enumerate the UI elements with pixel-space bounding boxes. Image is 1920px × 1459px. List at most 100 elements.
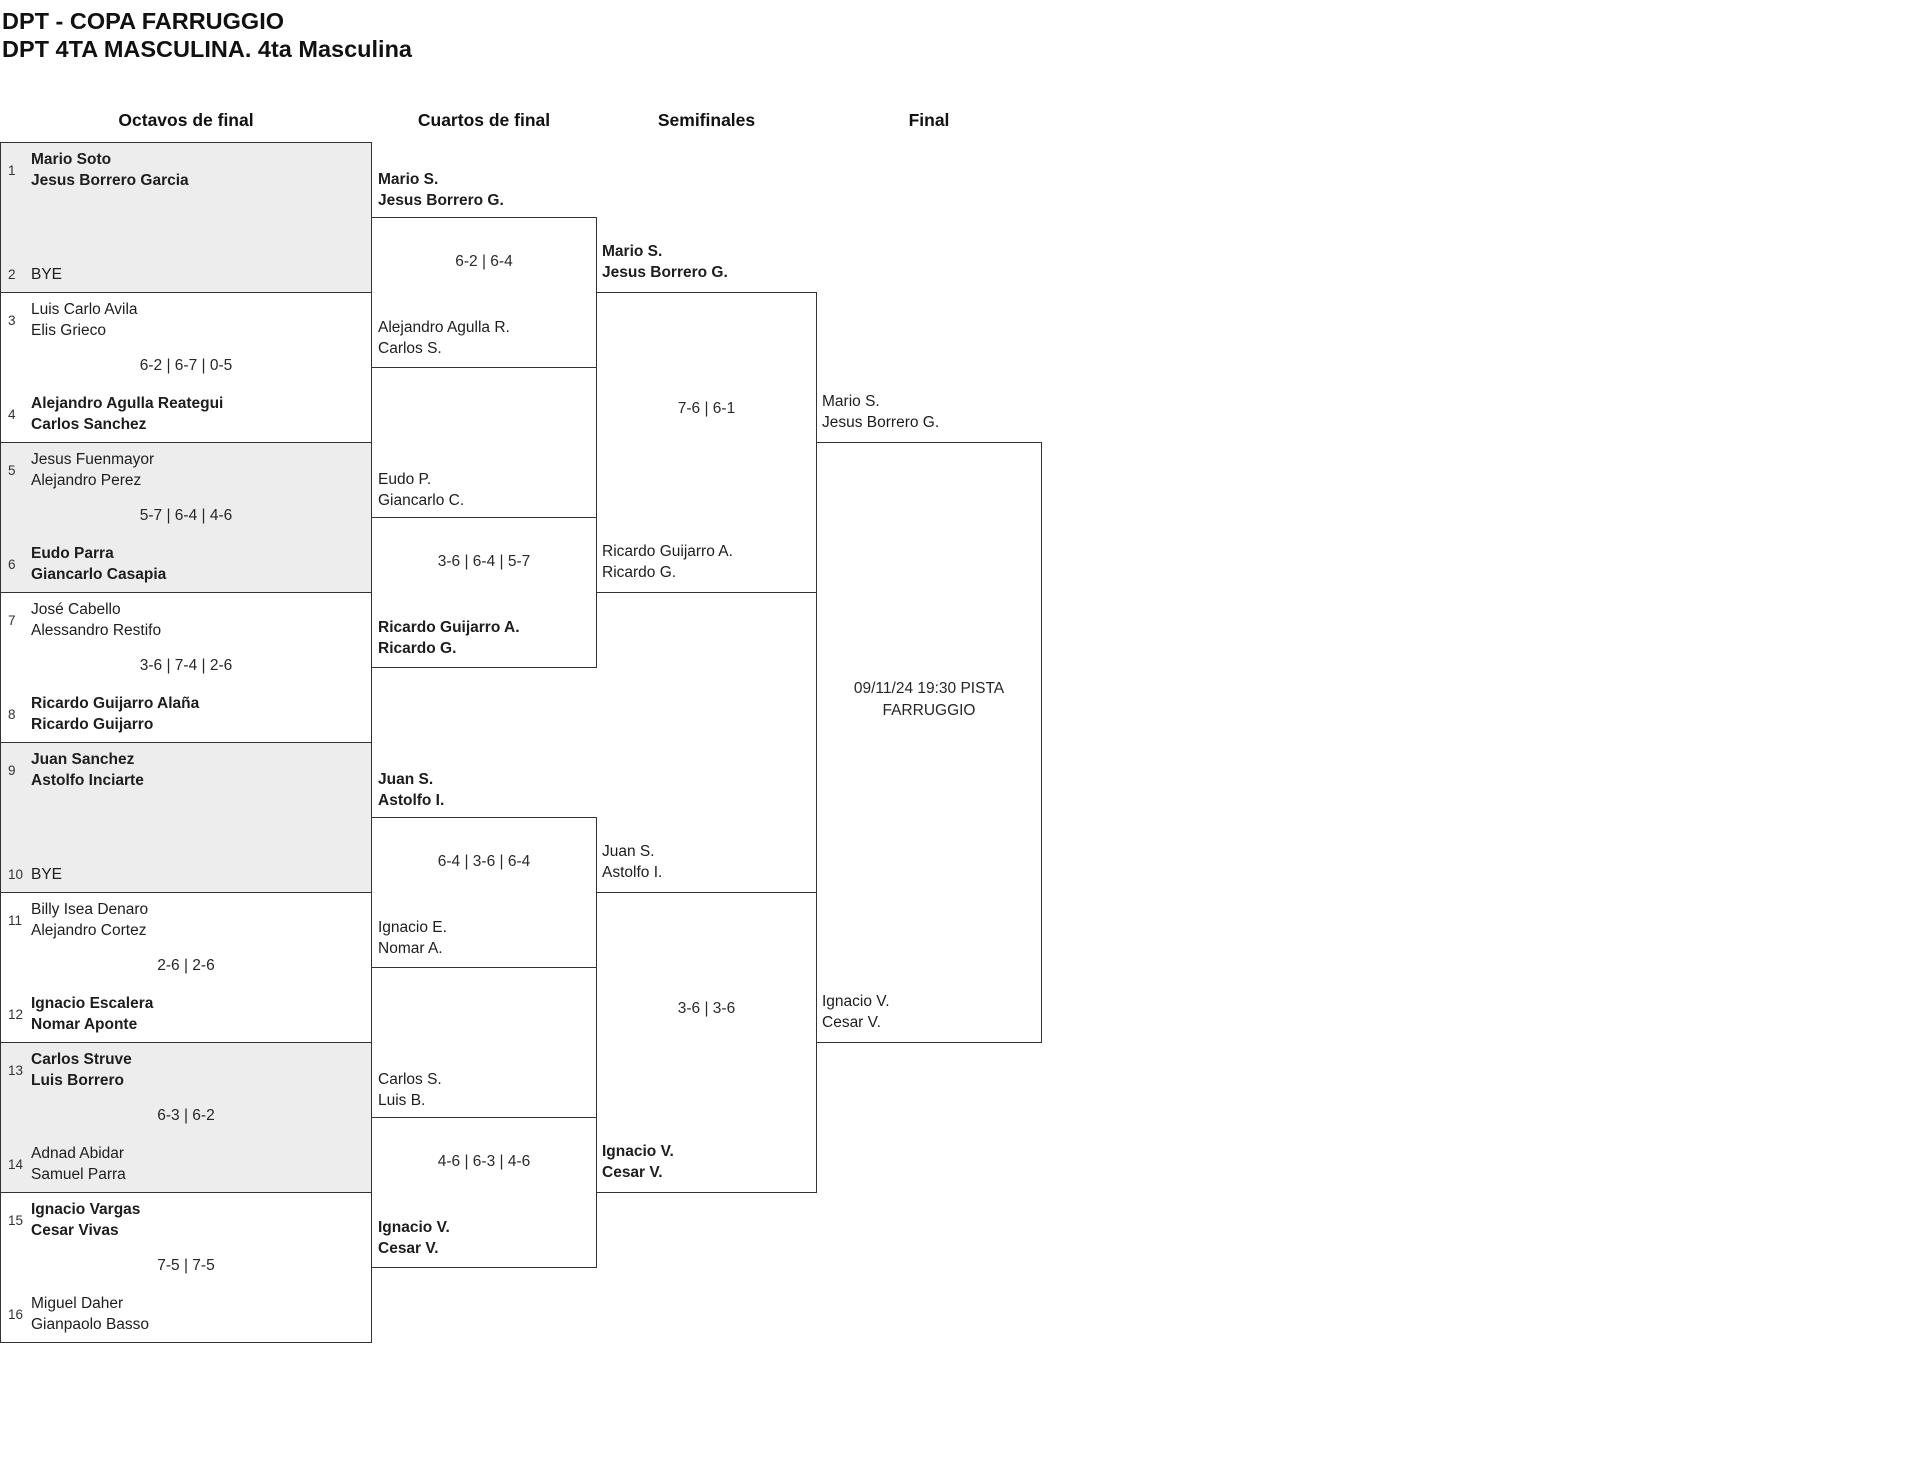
player-name: Alejandro Agulla R. <box>378 319 510 336</box>
cuartos-3-score: 6-4 | 3-6 | 6-4 <box>437 853 531 870</box>
octavos-match-6: 11 Billy Isea Denaro Alejandro Cortez 2-… <box>0 892 372 1043</box>
seed-number: 3 <box>8 313 16 328</box>
cuartos-4-team-bottom: Ignacio V. Cesar V. <box>378 1218 450 1259</box>
match-score: 5-7 | 6-4 | 4-6 <box>139 507 233 524</box>
octavos-match-5: 9 Juan Sanchez Astolfo Inciarte 10 BYE <box>0 742 372 893</box>
cuartos-4-score: 4-6 | 6-3 | 4-6 <box>437 1153 531 1170</box>
player-name: Carlos S. <box>378 339 442 357</box>
player-name: Alejandro Cortez <box>31 921 147 939</box>
team-names: Billy Isea Denaro Alejandro Cortez <box>31 900 148 941</box>
player-name: Ricardo Guijarro A. <box>602 543 733 560</box>
participant-row: 7 José Cabello Alessandro Restifo <box>8 600 363 641</box>
page-subtitle: DPT 4TA MASCULINA. 4ta Masculina <box>2 36 412 62</box>
octavos-match-8: 15 Ignacio Vargas Cesar Vivas 7-5 | 7-5 … <box>0 1192 372 1343</box>
seed-number: 2 <box>8 267 16 283</box>
participant-row: 12 Ignacio Escalera Nomar Aponte <box>8 994 363 1035</box>
match-score: 7-5 | 7-5 <box>157 1257 215 1274</box>
player-name: Luis Carlo Avila <box>31 301 138 318</box>
seed-number: 10 <box>8 867 24 883</box>
player-name: Ignacio E. <box>378 919 447 936</box>
team-names: Jesus Fuenmayor Alejandro Perez <box>31 450 154 491</box>
octavos-match-3: 5 Jesus Fuenmayor Alejandro Perez 5-7 | … <box>0 442 372 593</box>
player-name: Astolfo I. <box>602 863 663 881</box>
player-name: Adnad Abidar <box>31 1145 125 1162</box>
octavos-match-4: 7 José Cabello Alessandro Restifo 3-6 | … <box>0 592 372 743</box>
player-name: Samuel Parra <box>31 1165 126 1183</box>
player-name: Cesar V. <box>378 1239 439 1257</box>
player-name: Carlos S. <box>378 1071 442 1088</box>
player-name: Cesar Vivas <box>31 1221 119 1239</box>
cuartos-2-team-bottom: Ricardo Guijarro A. Ricardo G. <box>378 618 520 659</box>
player-name: Jesus Borrero G. <box>602 263 728 281</box>
participant-row: 4 Alejandro Agulla Reategui Carlos Sanch… <box>8 394 363 435</box>
semifinal-1-team-top: Mario S. Jesus Borrero G. <box>602 242 728 283</box>
seed-number: 4 <box>8 407 16 422</box>
player-name: Ignacio Escalera <box>31 995 154 1012</box>
round-header-semifinales: Semifinales <box>657 110 756 130</box>
match-score: 6-2 | 6-7 | 0-5 <box>139 357 233 374</box>
player-name: Ignacio Vargas <box>31 1201 141 1218</box>
player-name: Carlos Sanchez <box>31 415 147 433</box>
player-name: Giancarlo Casapia <box>31 565 167 583</box>
semifinal-1-score: 7-6 | 6-1 <box>677 400 736 417</box>
round-header-octavos: Octavos de final <box>118 110 254 130</box>
octavos-match-2: 3 Luis Carlo Avila Elis Grieco 6-2 | 6-7… <box>0 292 372 443</box>
octavos-match-7: 13 Carlos Struve Luis Borrero 6-3 | 6-2 … <box>0 1042 372 1193</box>
participant-row: 6 Eudo Parra Giancarlo Casapia <box>8 544 363 585</box>
player-name: Elis Grieco <box>31 321 106 339</box>
participant-row: 2 BYE <box>8 265 363 286</box>
participant-row: 5 Jesus Fuenmayor Alejandro Perez <box>8 450 363 491</box>
semifinal-2-team-bottom: Ignacio V. Cesar V. <box>602 1142 674 1183</box>
semifinal-2-team-top: Juan S. Astolfo I. <box>602 842 662 883</box>
player-name: Eudo Parra <box>31 545 114 562</box>
seed-number: 12 <box>8 1007 24 1022</box>
player-name: BYE <box>31 865 63 883</box>
match-score: 3-6 | 7-4 | 2-6 <box>139 657 233 674</box>
seed-number: 13 <box>8 1063 24 1078</box>
team-names: BYE <box>31 265 62 286</box>
participant-row: 8 Ricardo Guijarro Alaña Ricardo Guijarr… <box>8 694 363 735</box>
seed-number: 15 <box>8 1213 24 1228</box>
team-names: Juan Sanchez Astolfo Inciarte <box>31 750 144 791</box>
match-score: 2-6 | 2-6 <box>157 957 215 974</box>
player-name: Ricardo Guijarro Alaña <box>31 695 200 712</box>
seed-number: 16 <box>8 1307 24 1322</box>
cuartos-2-team-top: Eudo P. Giancarlo C. <box>378 470 464 511</box>
player-name: Mario S. <box>378 171 439 188</box>
player-name: Alessandro Restifo <box>31 621 162 639</box>
final-team-bottom: Ignacio V. Cesar V. <box>822 992 890 1033</box>
cuartos-1-team-bottom: Alejandro Agulla R. Carlos S. <box>378 318 510 359</box>
player-name: BYE <box>31 265 63 283</box>
player-name: Mario S. <box>602 243 663 260</box>
seed-number: 5 <box>8 463 16 478</box>
player-name: Giancarlo C. <box>378 491 465 509</box>
player-name: Cesar V. <box>602 1163 663 1181</box>
team-names: Carlos Struve Luis Borrero <box>31 1050 132 1091</box>
cuartos-3-team-top: Juan S. Astolfo I. <box>378 770 444 811</box>
player-name: Miguel Daher <box>31 1295 124 1312</box>
participant-row: 3 Luis Carlo Avila Elis Grieco <box>8 300 363 341</box>
page-title: DPT - COPA FARRUGGIO <box>2 8 284 34</box>
cuartos-3-team-bottom: Ignacio E. Nomar A. <box>378 918 447 959</box>
player-name: Nomar A. <box>378 939 443 957</box>
team-names: Miguel Daher Gianpaolo Basso <box>31 1294 149 1335</box>
seed-number: 9 <box>8 763 16 778</box>
participant-row: 11 Billy Isea Denaro Alejandro Cortez <box>8 900 363 941</box>
player-name: Juan S. <box>378 771 434 788</box>
participant-row: 1 Mario Soto Jesus Borrero Garcia <box>8 150 363 191</box>
player-name: Billy Isea Denaro <box>31 901 149 918</box>
player-name: Nomar Aponte <box>31 1015 138 1033</box>
cuartos-1-team-top: Mario S. Jesus Borrero G. <box>378 170 504 211</box>
player-name: Alejandro Agulla Reategui <box>31 395 224 412</box>
semifinal-1-team-bottom: Ricardo Guijarro A. Ricardo G. <box>602 542 733 583</box>
player-name: Ricardo G. <box>602 563 677 581</box>
final-box <box>816 442 1042 1043</box>
team-names: Adnad Abidar Samuel Parra <box>31 1144 126 1185</box>
player-name: Juan Sanchez <box>31 751 135 768</box>
player-name: Juan S. <box>602 843 655 860</box>
page-header: DPT - COPA FARRUGGIO DPT 4TA MASCULINA. … <box>2 7 412 63</box>
seed-number: 1 <box>8 163 16 178</box>
team-names: Alejandro Agulla Reategui Carlos Sanchez <box>31 394 223 435</box>
final-schedule: 09/11/24 19:30 PISTA FARRUGGIO <box>853 680 1005 719</box>
